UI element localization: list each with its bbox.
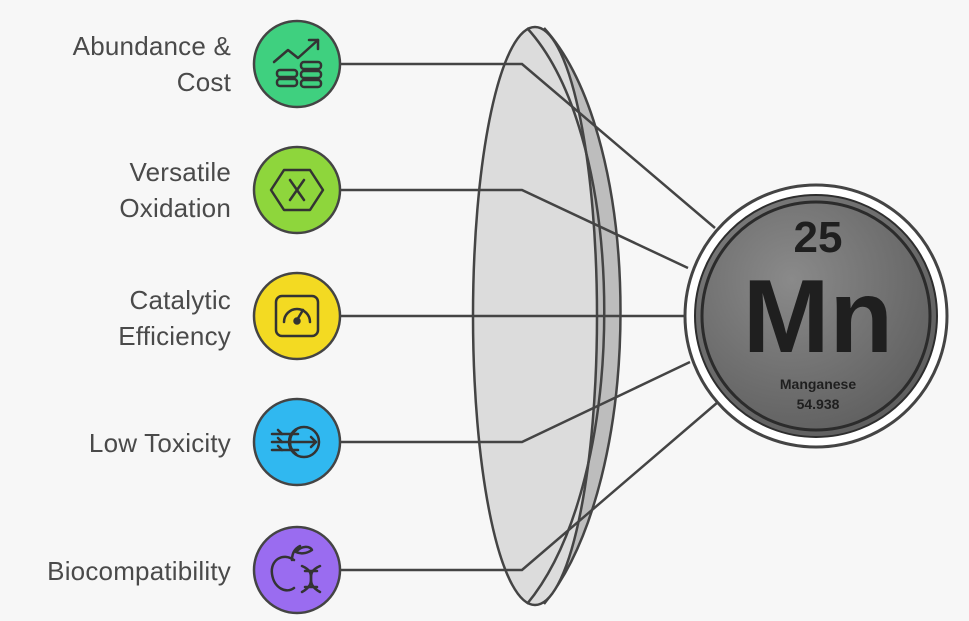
factor-label-oxidation: Versatile Oxidation [119, 157, 231, 223]
connector-line [340, 401, 719, 572]
connector-line [340, 62, 716, 229]
lens-edge [526, 27, 606, 605]
connector-line [340, 360, 691, 444]
element-inner-ring [700, 200, 932, 432]
factor-circle-efficiency [252, 271, 342, 361]
growth-coins-icon [272, 38, 323, 89]
atomic-number: 25 [794, 213, 843, 262]
gauge-icon [274, 294, 320, 338]
connector-line [340, 188, 689, 270]
factor-circle-toxicity [252, 397, 342, 487]
factor-label-abundance: Abundance & Cost [72, 31, 231, 97]
atomic-mass: 54.938 [797, 396, 840, 412]
connector-lines [340, 62, 719, 572]
element-badge: 25 Mn Manganese 54.938 [683, 183, 949, 449]
factor-circle-abundance [252, 19, 342, 109]
shield-arrows-icon [270, 425, 321, 459]
factor-label-efficiency: Catalytic Efficiency [118, 285, 231, 351]
factor-label-toxicity: Low Toxicity [88, 428, 231, 458]
element-name: Manganese [780, 376, 856, 392]
element-symbol: Mn [743, 259, 893, 375]
hexagon-x-icon [269, 168, 325, 212]
factor-circle-oxidation [252, 145, 342, 235]
apple-dna-icon [270, 544, 322, 594]
factor-circle-biocompatibility [252, 525, 342, 615]
factor-label-biocompatibility: Biocompatibility [47, 556, 231, 586]
element-disc [694, 194, 938, 438]
factor-icons [252, 19, 342, 615]
